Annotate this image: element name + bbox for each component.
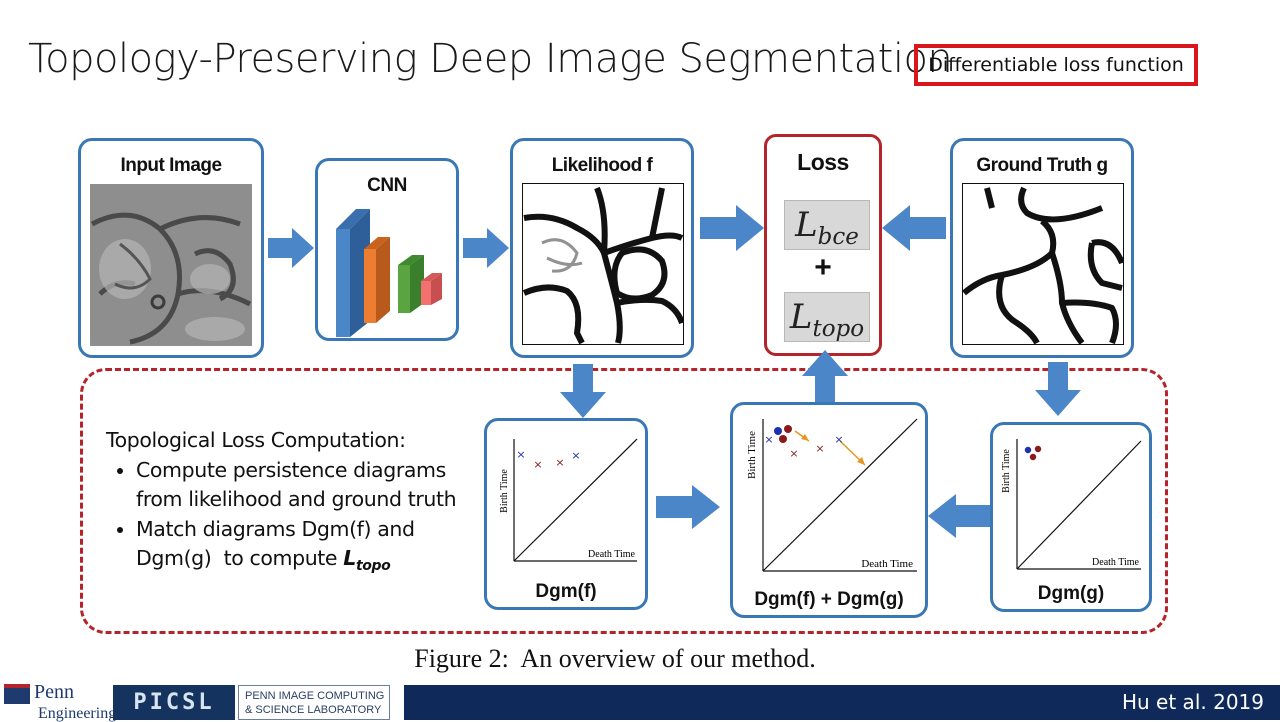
- likelihood-box: Likelihood f: [510, 138, 694, 358]
- dgm-combined-point: ×: [789, 447, 798, 460]
- input-image: [90, 184, 252, 346]
- arrow-groundtruth-to-loss: [882, 205, 946, 251]
- dgm-combined-point: ×: [815, 442, 824, 455]
- loss-label: Loss: [797, 149, 849, 175]
- dgm-f-xlabel: Death Time: [588, 549, 636, 560]
- footer-bar: Hu et al. 2019: [404, 685, 1280, 720]
- arrow-dgmg-to-combined: [928, 494, 990, 538]
- ground-truth-box: Ground Truth g: [950, 138, 1134, 358]
- arrow-cnn-to-likelihood: [463, 228, 509, 268]
- penn-line2: Engineering: [38, 705, 117, 722]
- dgm-g-point: [1029, 453, 1037, 461]
- picsl-logo: PICSL: [113, 685, 235, 720]
- penn-shield-icon: [4, 684, 30, 704]
- arrow-groundtruth-to-dgmg: [1035, 362, 1081, 416]
- picsl-name: PENN IMAGE COMPUTING & SCIENCE LABORATOR…: [238, 685, 390, 720]
- ground-truth-map: [962, 183, 1124, 345]
- penn-engineering-logo: Penn Engineering: [4, 681, 117, 722]
- highlight-text: Differentiable loss function: [928, 54, 1184, 76]
- loss-box: Loss Lbce + Ltopo: [764, 134, 882, 356]
- dgm-g-box: Birth Time Death Time Dgm(g): [990, 422, 1152, 612]
- dgm-combined-xlabel: Death Time: [861, 558, 913, 570]
- dgm-g-xlabel: Death Time: [1092, 557, 1140, 568]
- picsl-line1: PENN IMAGE COMPUTING: [245, 690, 385, 702]
- dgm-f-point: ×: [555, 456, 564, 469]
- dgm-combined-point: ×: [764, 433, 773, 446]
- loss-topo-main: L: [789, 297, 813, 337]
- loss-plus: +: [814, 251, 832, 284]
- dgm-f-box: Birth Time Death Time × × × × Dgm(f): [484, 418, 648, 610]
- dgm-f-point: ×: [533, 458, 542, 471]
- dgm-g-ylabel: Birth Time: [1001, 449, 1012, 493]
- highlight-box: Differentiable loss function: [914, 44, 1198, 86]
- dgm-combined-box: Birth Time Death Time × × × × Dgm(f) + D…: [730, 402, 928, 618]
- topo-bullet-1: Compute persistence diagrams from likelih…: [136, 456, 457, 515]
- cnn-label: CNN: [367, 175, 407, 196]
- input-image-box: Input Image: [78, 138, 264, 358]
- slide-title: Topology-Preserving Deep Image Segmentat…: [28, 36, 953, 82]
- dgm-g-point: [1034, 445, 1042, 453]
- dgm-combined-point: [784, 425, 792, 433]
- loss-topo-term: Ltopo: [784, 292, 870, 342]
- dgm-f-label: Dgm(f): [535, 581, 597, 602]
- topo-loss-region: [80, 368, 1168, 634]
- dgm-g-plot: Birth Time Death Time: [1001, 439, 1142, 570]
- arrow-input-to-cnn: [268, 228, 314, 268]
- input-image-label: Input Image: [120, 155, 222, 176]
- bullet2-term-main: L: [343, 546, 356, 570]
- topo-heading: Topological Loss Computation:: [106, 428, 406, 452]
- arrow-dgmf-to-combined: [656, 485, 720, 529]
- likelihood-map: [522, 183, 684, 345]
- likelihood-label: Likelihood f: [551, 155, 653, 176]
- dgm-f-point: ×: [516, 448, 525, 461]
- cnn-layers-icon: [336, 209, 442, 337]
- bullet1-line2: from likelihood and ground truth: [136, 487, 457, 511]
- loss-bce-sub: bce: [817, 223, 859, 250]
- dgm-combined-ylabel: Birth Time: [746, 431, 758, 479]
- arrow-likelihood-to-loss: [700, 205, 764, 251]
- penn-line1: Penn: [34, 681, 74, 703]
- dgm-combined-label: Dgm(f) + Dgm(g): [754, 589, 904, 610]
- dgm-f-point: ×: [571, 449, 580, 462]
- dgm-combined-point: ×: [834, 433, 843, 446]
- dgm-g-label: Dgm(g): [1037, 583, 1105, 604]
- cnn-box: CNN: [315, 158, 459, 341]
- topo-description: Topological Loss Computation: Compute pe…: [106, 426, 457, 582]
- loss-topo-sub: topo: [812, 315, 865, 342]
- loss-bce-main: L: [795, 205, 818, 245]
- loss-bce-term: Lbce: [784, 200, 870, 250]
- bullet2-line2: Dgm(g) to compute: [136, 546, 344, 570]
- dgm-combined-point: [779, 435, 787, 443]
- bullet1-line1: Compute persistence diagrams: [136, 457, 446, 482]
- footer-citation: Hu et al. 2019: [1121, 690, 1264, 714]
- bullet2-term-sub: topo: [355, 558, 391, 575]
- dgm-g-point: [1024, 446, 1032, 454]
- picsl-line2: & SCIENCE LABORATORY: [245, 704, 382, 716]
- figure-caption: Figure 2: An overview of our method.: [414, 644, 816, 673]
- dgm-combined-plot: Birth Time Death Time × × × ×: [746, 418, 918, 572]
- bullet2-line1: Match diagrams Dgm(f) and: [136, 516, 415, 541]
- dgm-f-plot: Birth Time Death Time × × × ×: [499, 438, 638, 562]
- dgm-f-ylabel: Birth Time: [499, 469, 510, 513]
- arrow-dgm-to-loss: [802, 350, 848, 402]
- ground-truth-label: Ground Truth g: [976, 155, 1108, 176]
- topo-bullet-list: Compute persistence diagrams from likelih…: [106, 456, 457, 582]
- arrow-likelihood-to-dgmf: [560, 364, 606, 418]
- dgm-combined-point: [774, 427, 782, 435]
